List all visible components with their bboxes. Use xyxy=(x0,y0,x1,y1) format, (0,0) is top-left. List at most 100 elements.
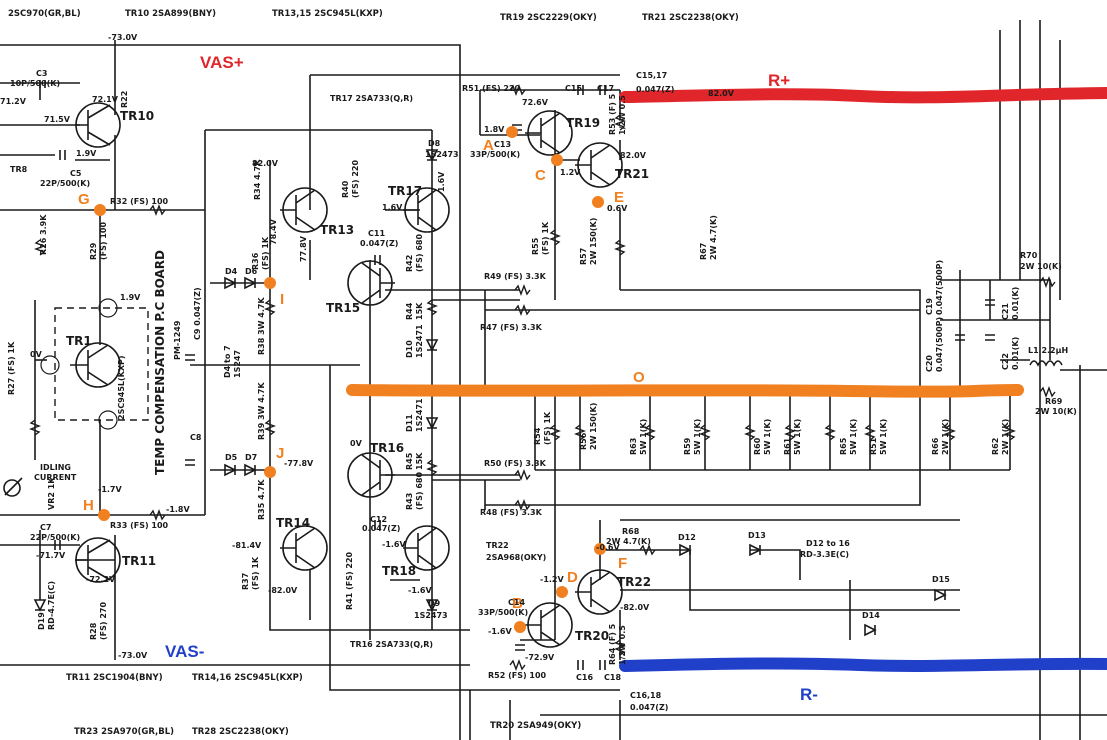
svg-text:D4: D4 xyxy=(225,267,238,276)
svg-text:2W 4.7(K): 2W 4.7(K) xyxy=(606,537,651,546)
node-i-dot xyxy=(264,277,276,289)
tr1-symbol xyxy=(40,298,121,430)
tr20-label: TR20 xyxy=(575,629,609,643)
node-e-label: E xyxy=(614,189,624,206)
svg-text:5W 1(K): 5W 1(K) xyxy=(693,419,702,455)
svg-text:IDLING: IDLING xyxy=(40,463,71,472)
svg-text:R26 3.9K: R26 3.9K xyxy=(39,214,48,255)
svg-text:5W 1(K): 5W 1(K) xyxy=(793,419,802,455)
svg-text:77.8V: 77.8V xyxy=(299,235,308,262)
svg-text:-1.6V: -1.6V xyxy=(382,540,406,549)
svg-text:L1 2.2μH: L1 2.2μH xyxy=(1028,346,1068,355)
node-e-dot xyxy=(592,196,604,208)
svg-text:82.0V: 82.0V xyxy=(708,89,735,98)
svg-text:1S2473: 1S2473 xyxy=(425,150,459,159)
svg-text:R40: R40 xyxy=(341,180,350,198)
svg-text:1/2W 0.5: 1/2W 0.5 xyxy=(618,625,627,665)
svg-text:D12: D12 xyxy=(678,533,696,542)
capacitors xyxy=(39,80,995,670)
footer-tr23-type: TR23 2SA970(GR,BL) xyxy=(74,727,174,737)
footer-tr28-type: TR28 2SC2238(OKY) xyxy=(192,727,289,737)
svg-text:R41 (FS) 220: R41 (FS) 220 xyxy=(345,551,354,610)
svg-text:R38 3W 4.7K: R38 3W 4.7K xyxy=(257,297,266,355)
svg-text:R48 (FS) 3.3K: R48 (FS) 3.3K xyxy=(480,508,543,517)
svg-text:2SA968(OKY): 2SA968(OKY) xyxy=(486,553,546,562)
svg-text:5W 1(K): 5W 1(K) xyxy=(849,419,858,455)
node-d-label: D xyxy=(567,569,578,586)
svg-text:71.5V: 71.5V xyxy=(44,115,71,124)
svg-text:R54: R54 xyxy=(533,427,542,445)
header-tr13-type: TR13,15 2SC945L(KXP) xyxy=(272,9,383,19)
tr16-label: TR16 xyxy=(370,441,404,455)
vertical-labels: R22 R26 3.9K R29 (FS) 100 TEMP COMPENSAT… xyxy=(7,91,1020,665)
svg-text:5W 1(K): 5W 1(K) xyxy=(879,419,888,455)
svg-text:TR22: TR22 xyxy=(486,541,509,550)
svg-text:-1.6V: -1.6V xyxy=(488,627,512,636)
node-c-dot xyxy=(551,154,563,166)
svg-text:C11: C11 xyxy=(368,229,385,238)
svg-text:TR17 2SA733(Q,R): TR17 2SA733(Q,R) xyxy=(330,94,413,103)
svg-text:0.01(K): 0.01(K) xyxy=(1011,337,1020,370)
svg-text:1.9V: 1.9V xyxy=(76,149,97,158)
svg-text:R34 4.7K: R34 4.7K xyxy=(253,159,262,200)
svg-text:D12 to 16: D12 to 16 xyxy=(806,539,850,548)
node-g-label: G xyxy=(78,191,90,208)
tr20-symbol xyxy=(525,602,573,648)
svg-text:15K: 15K xyxy=(415,302,424,320)
svg-text:C7: C7 xyxy=(40,523,51,532)
svg-text:RD-4.7E(C): RD-4.7E(C) xyxy=(47,581,56,630)
svg-text:78.4V: 78.4V xyxy=(269,218,278,245)
svg-text:D7: D7 xyxy=(245,453,257,462)
svg-text:0.047(500P): 0.047(500P) xyxy=(935,260,944,315)
svg-text:D11: D11 xyxy=(405,414,414,432)
vas-plus-label: VAS+ xyxy=(200,53,244,72)
svg-text:R61: R61 xyxy=(783,437,792,455)
svg-text:15K: 15K xyxy=(415,452,424,470)
svg-text:2W 150(K): 2W 150(K) xyxy=(589,403,598,450)
svg-text:2W 4.7(K): 2W 4.7(K) xyxy=(709,215,718,260)
svg-text:R33 (FS) 100: R33 (FS) 100 xyxy=(110,521,169,530)
tr10-label: TR10 xyxy=(120,109,154,123)
svg-text:C16,18: C16,18 xyxy=(630,691,662,700)
l1-inductor xyxy=(1029,360,1063,367)
svg-text:R67: R67 xyxy=(699,243,708,260)
svg-text:R57: R57 xyxy=(579,248,588,265)
svg-text:D5: D5 xyxy=(225,453,238,462)
svg-text:-82.0V: -82.0V xyxy=(268,586,298,595)
output-label: O xyxy=(633,369,645,386)
node-g-dot xyxy=(94,204,106,216)
svg-text:R36: R36 xyxy=(251,252,260,270)
svg-text:33P/500(K): 33P/500(K) xyxy=(470,150,520,159)
svg-text:R64 (F) 5: R64 (F) 5 xyxy=(608,623,617,665)
svg-text:0V: 0V xyxy=(30,350,43,359)
svg-text:1.6V: 1.6V xyxy=(382,203,403,212)
svg-text:(FS) 1K: (FS) 1K xyxy=(261,236,270,270)
svg-text:C21: C21 xyxy=(1001,303,1010,320)
svg-text:-1.6V: -1.6V xyxy=(408,586,432,595)
node-i-label: I xyxy=(280,291,284,308)
svg-text:10P/500(K): 10P/500(K) xyxy=(10,79,60,88)
svg-text:R50 (FS) 3.3K: R50 (FS) 3.3K xyxy=(484,459,547,468)
svg-text:(FS) 100: (FS) 100 xyxy=(99,222,108,260)
node-a-label: A xyxy=(483,137,494,154)
node-b-label: B xyxy=(512,595,523,612)
svg-text:C8: C8 xyxy=(190,433,202,442)
svg-text:D14: D14 xyxy=(862,611,880,620)
svg-text:-73.0V: -73.0V xyxy=(108,33,138,42)
tr16-symbol xyxy=(347,452,395,498)
svg-text:0.047(500P): 0.047(500P) xyxy=(935,317,944,372)
svg-text:C13: C13 xyxy=(494,140,511,149)
svg-text:(FS) 680: (FS) 680 xyxy=(415,234,424,272)
node-a-dot xyxy=(506,126,518,138)
svg-text:33P/500(K): 33P/500(K) xyxy=(478,608,528,617)
tr11-label: TR11 xyxy=(122,554,156,568)
svg-text:-82.0V: -82.0V xyxy=(620,603,650,612)
svg-text:R55: R55 xyxy=(531,237,540,255)
svg-text:R51 (FS) 220: R51 (FS) 220 xyxy=(462,84,521,93)
node-f-dot xyxy=(594,543,606,555)
svg-text:C20: C20 xyxy=(925,355,934,372)
svg-text:D8: D8 xyxy=(428,139,441,148)
svg-text:C17: C17 xyxy=(597,84,614,93)
svg-text:0V: 0V xyxy=(350,439,363,448)
tr18-label: TR18 xyxy=(382,564,416,578)
